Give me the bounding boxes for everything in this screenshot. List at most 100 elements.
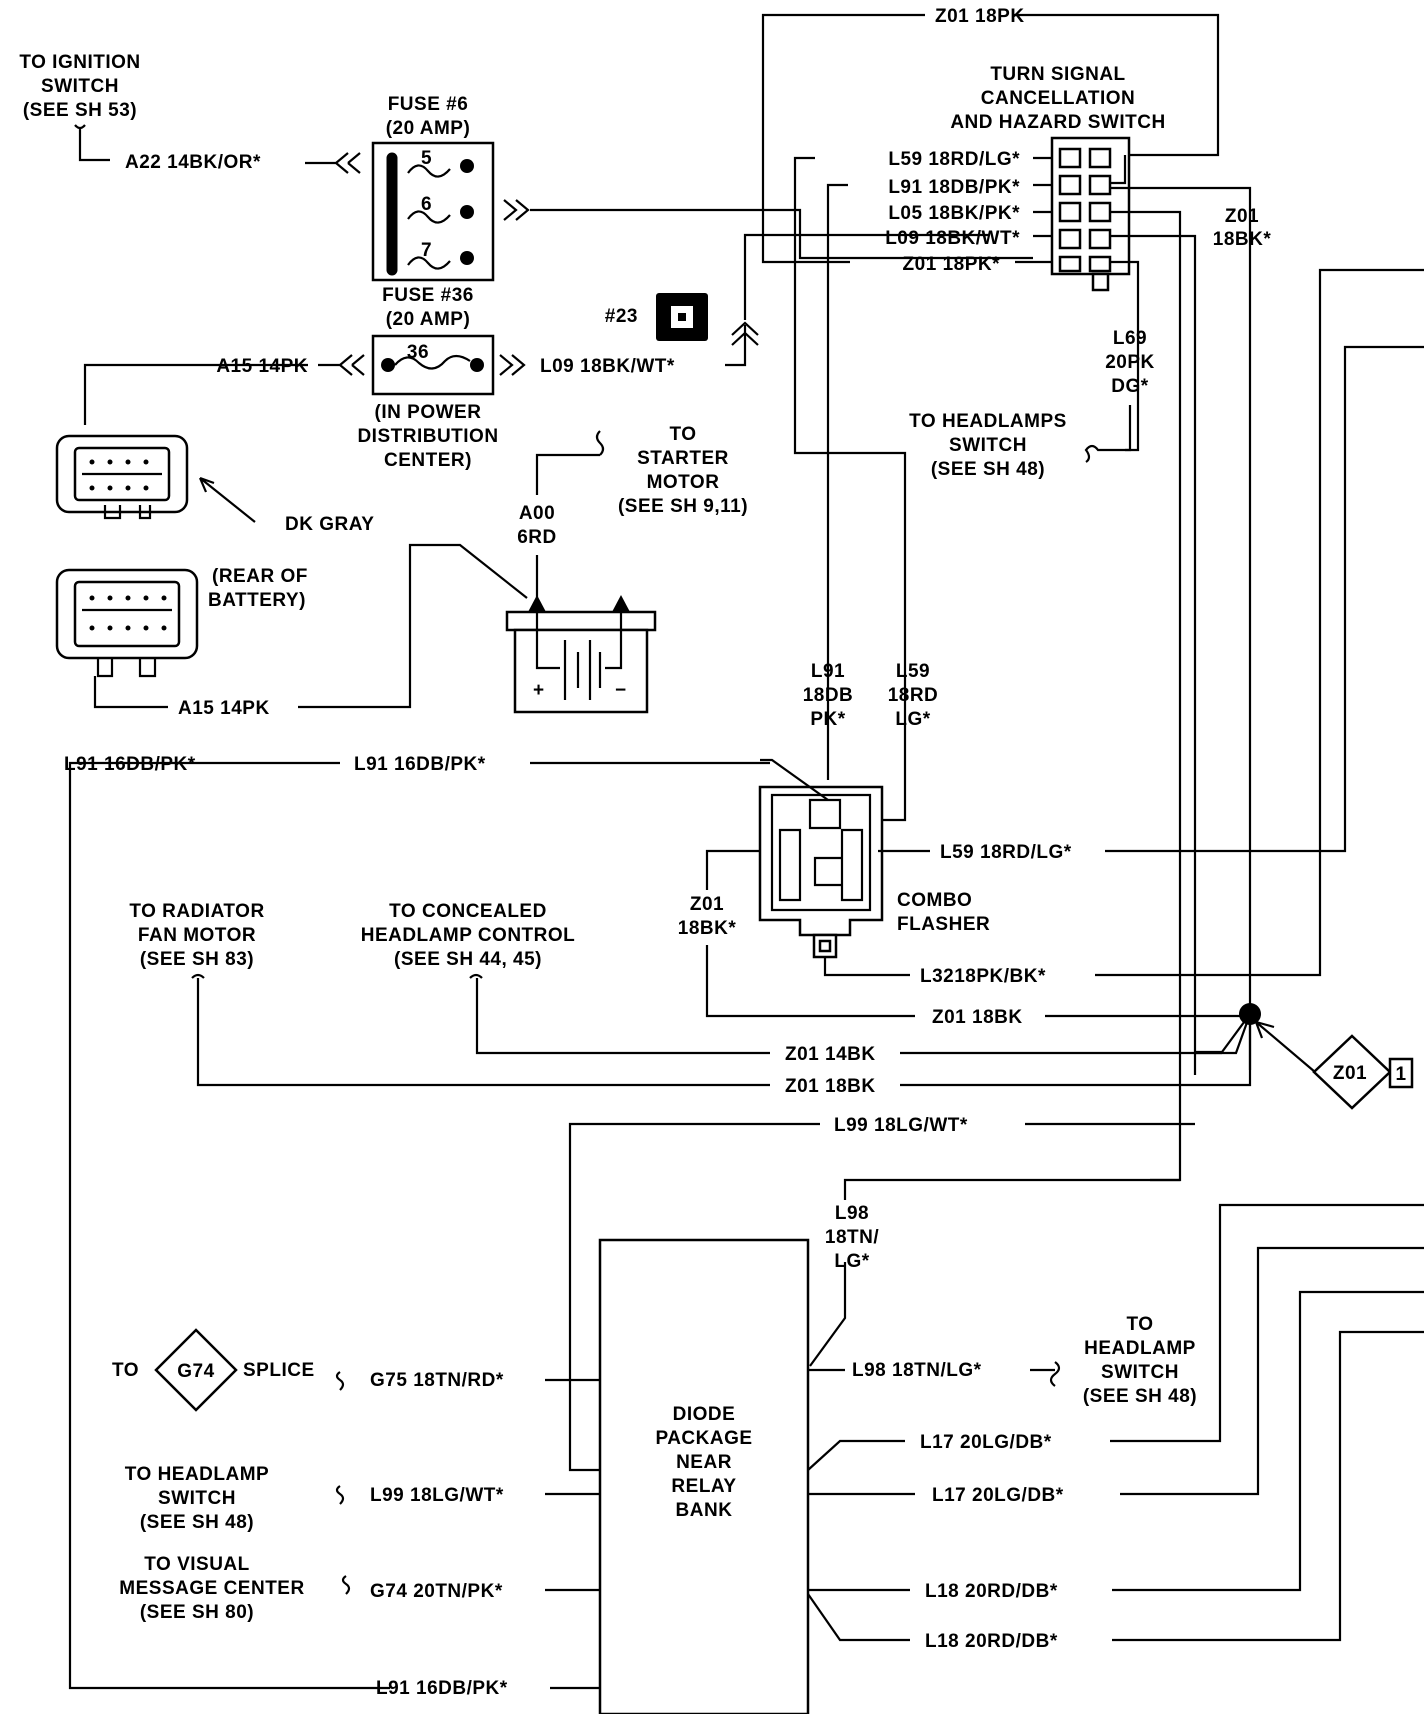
wire-label-l59v-3: LG*: [895, 709, 930, 730]
svg-text:(SEE SH 48): (SEE SH 48): [931, 459, 1045, 480]
diode-package: DIODE PACKAGE NEAR RELAY BANK: [598, 1238, 810, 1714]
svg-text:(SEE SH 9,11): (SEE SH 9,11): [618, 496, 748, 517]
wire-l59-top: [793, 156, 907, 822]
svg-text:+: +: [533, 680, 545, 701]
wire-l91-top: [826, 183, 848, 780]
wire-z01-cf: [705, 849, 915, 1018]
wire-a22: [305, 152, 361, 174]
svg-text:TO HEADLAMPS: TO HEADLAMPS: [909, 411, 1067, 432]
tsc-label-2: CANCELLATION: [981, 88, 1135, 109]
wire-label-l69-3: DG*: [1111, 376, 1149, 397]
wire-label-g74: G74 20TN/PK*: [370, 1581, 503, 1602]
wire-l91-16: [68, 761, 770, 1690]
wire-label-l69-1: L69: [1113, 328, 1147, 349]
wire-l69: [1084, 405, 1132, 463]
label-combo-1: COMBO: [897, 890, 972, 911]
wire-label-l17-b: L17 20LG/DB*: [932, 1485, 1064, 1506]
wire-label-l59v-1: L59: [896, 661, 930, 682]
label-combo-2: FLASHER: [897, 914, 990, 935]
wire-l09-mid: [725, 233, 990, 367]
wire-a15-top: [83, 354, 365, 425]
svg-text:FUSE #6: FUSE #6: [388, 94, 469, 115]
wire-label-z01-18bk-b: Z01 18BK: [785, 1076, 876, 1097]
dk-gray-arrow: [198, 476, 256, 523]
wire-z01-18bk-b: [191, 973, 1180, 1087]
headlamp-switch-ref-b: TO HEADLAMP SWITCH (SEE SH 48): [1083, 1314, 1197, 1407]
wire-l98-h: [808, 1361, 1061, 1387]
wire-a15-bot: [93, 543, 528, 709]
wire-label-z01-top: Z01 18PK: [935, 6, 1025, 27]
wire-a00: [535, 430, 605, 598]
svg-text:TO IGNITION: TO IGNITION: [19, 52, 140, 73]
svg-text:(SEE SH 48): (SEE SH 48): [140, 1512, 254, 1533]
svg-text:Z01: Z01: [1333, 1063, 1367, 1084]
wire-label-l91-16-top: L91 16DB/PK*: [64, 754, 196, 775]
wire-l18-b: [807, 1330, 1424, 1642]
concealed-headlamp-ref: TO CONCEALED HEADLAMP CONTROL (SEE SH 44…: [361, 901, 576, 970]
wire-label-a22: A22 14BK/OR*: [125, 152, 261, 173]
svg-text:HEADLAMP CONTROL: HEADLAMP CONTROL: [361, 925, 576, 946]
wire-label-l99-b: L99 18LG/WT*: [370, 1485, 504, 1506]
svg-text:7: 7: [421, 240, 432, 261]
svg-text:TO: TO: [1126, 1314, 1153, 1335]
wire-label-a00-1: A00: [519, 503, 555, 524]
headlamps-switch-ref-a: TO HEADLAMPS SWITCH (SEE SH 48): [909, 411, 1067, 480]
wire-label-l59-top: L59 18RD/LG*: [888, 149, 1020, 170]
svg-text:TO VISUAL: TO VISUAL: [144, 1554, 250, 1575]
svg-text:SWITCH: SWITCH: [949, 435, 1027, 456]
fuse-6-block: FUSE #6 (20 AMP) 5 6 7: [371, 94, 495, 282]
wire-label-l99-top: L99 18LG/WT*: [834, 1115, 968, 1136]
wire-l91-combo-in: [760, 758, 829, 801]
wire-z01-14bk: [469, 973, 1222, 1055]
svg-text:TO RADIATOR: TO RADIATOR: [129, 901, 264, 922]
wire-label-l09-mid: L09 18BK/WT*: [540, 356, 675, 377]
g74-splice-ref: TO G74 SPLICE: [112, 1328, 345, 1412]
wire-label-a15-bot: A15 14PK: [178, 698, 270, 719]
wire-label-l98-h: L98 18TN/LG*: [852, 1360, 982, 1381]
wire-tsc-right-outputs: [1110, 155, 1252, 1182]
wire-label-l91-16-bot: L91 16DB/PK*: [376, 1678, 508, 1699]
dk-gray-connector: [55, 434, 189, 520]
svg-text:36: 36: [407, 342, 429, 363]
svg-text:TO HEADLAMP: TO HEADLAMP: [125, 1464, 269, 1485]
wire-l99-top: [568, 1122, 1195, 1472]
wire-l17-a: [807, 1203, 1424, 1471]
svg-text:BANK: BANK: [676, 1500, 733, 1521]
svg-text:RELAY: RELAY: [671, 1476, 736, 1497]
svg-text:SWITCH: SWITCH: [41, 76, 119, 97]
svg-text:TO: TO: [112, 1360, 139, 1381]
wire-label-z01-14bk: Z01 14BK: [785, 1044, 876, 1065]
svg-text:6: 6: [421, 194, 432, 215]
headlamp-switch-ref-c: TO HEADLAMP SWITCH (SEE SH 48): [125, 1464, 345, 1533]
wire-label-l09-top: L09 18BK/WT*: [885, 228, 1020, 249]
wire-label-a15-top: A15 14PK: [216, 356, 308, 377]
wire-label-l91v-3: PK*: [810, 709, 845, 730]
tsc-label-3: AND HAZARD SWITCH: [950, 112, 1165, 133]
svg-text:(SEE SH 53): (SEE SH 53): [23, 100, 137, 121]
wire-label-l98v-1: L98: [835, 1203, 869, 1224]
tsc-pin-stubs: [1015, 156, 1052, 264]
svg-text:G74: G74: [177, 1361, 214, 1382]
svg-text:DIODE: DIODE: [673, 1404, 736, 1425]
z01-diamond-ref: Z01 1: [1312, 1034, 1414, 1110]
svg-text:(SEE SH 44, 45): (SEE SH 44, 45): [394, 949, 542, 970]
starter-motor-ref: TO STARTER MOTOR (SEE SH 9,11): [618, 424, 748, 517]
wire-label-a00-2: 6RD: [517, 527, 557, 548]
svg-text:−: −: [615, 680, 627, 701]
svg-text:NEAR: NEAR: [676, 1452, 732, 1473]
wire-label-l91v-1: L91: [811, 661, 845, 682]
svg-text:SWITCH: SWITCH: [1101, 1362, 1179, 1383]
wire-label-l18-b: L18 20RD/DB*: [925, 1631, 1058, 1652]
wire-label-l59v-2: 18RD: [888, 685, 939, 706]
battery: + −: [505, 595, 657, 714]
svg-text:MOTOR: MOTOR: [647, 472, 720, 493]
svg-text:(SEE SH 83): (SEE SH 83): [140, 949, 254, 970]
wire-l32: [823, 957, 1140, 977]
label-rear-of-battery-2: BATTERY): [208, 590, 306, 611]
svg-text:MESSAGE CENTER: MESSAGE CENTER: [119, 1578, 304, 1599]
svg-text:FAN MOTOR: FAN MOTOR: [138, 925, 256, 946]
wire-l18-a: [808, 1290, 1424, 1592]
svg-text:(SEE SH 48): (SEE SH 48): [1083, 1386, 1197, 1407]
fuse-36-block: FUSE #36 (20 AMP) 36 (IN POWER DISTRIBUT…: [357, 285, 498, 471]
svg-text:CENTER): CENTER): [384, 450, 472, 471]
